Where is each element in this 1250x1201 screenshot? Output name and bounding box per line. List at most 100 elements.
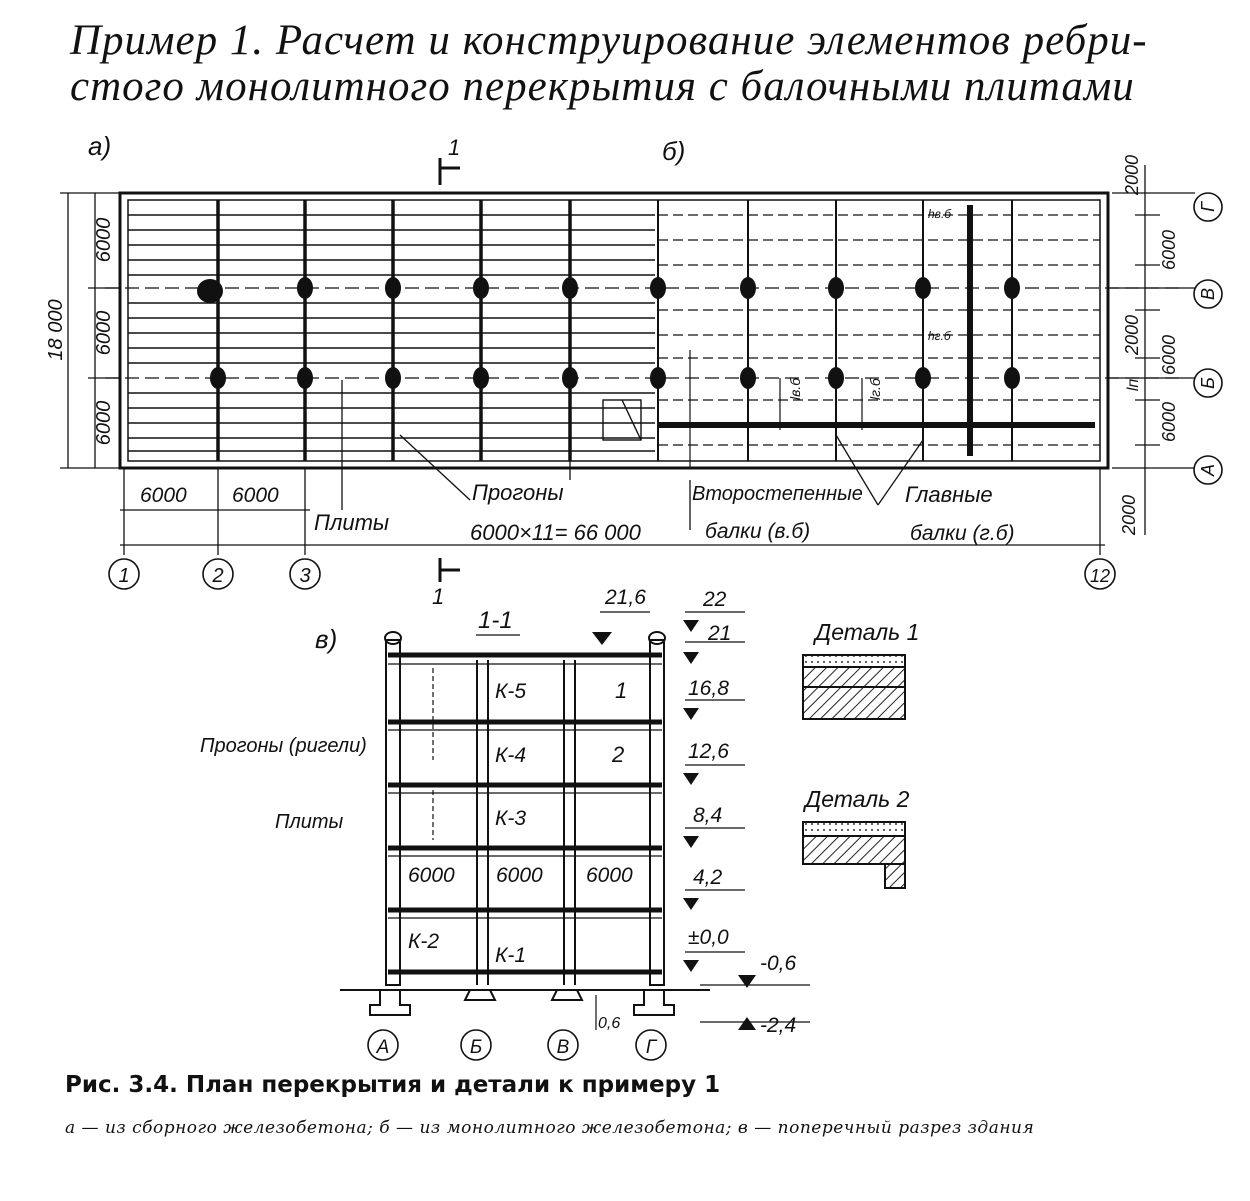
section-mark-bottom: 1 [432,584,444,609]
detail-2-title: Деталь 2 [802,786,910,812]
title-line-2: стого монолитного перекрытия с балочными… [70,63,1135,110]
label-b: б) [662,136,685,166]
section-mark-top: 1 [448,135,460,160]
row-axis-markers [1193,192,1223,485]
axis-row-a: А [1198,464,1218,477]
cross-section: в) 1-1 [200,586,810,1061]
dim-bottom-1: 6000 [140,484,187,507]
label-main-1: Главные [905,482,993,507]
figure-caption-sub: а — из сборного железобетона; б — из мон… [65,1118,1035,1138]
title-line-1: Пример 1. Расчет и конструирование элеме… [70,17,1148,64]
columns-plan [197,277,1020,389]
detail-1-top-layer [802,654,906,668]
label-section-slabs: Плиты [275,811,344,833]
detail-2-mid-layer [802,835,906,865]
axis-row-g: Г [1198,201,1218,212]
column-k5: К-5 [495,680,526,703]
section-axis-markers [367,1029,667,1061]
level-22: 22 [702,588,727,611]
label-slabs: Плиты [314,510,389,535]
dim-right-3: 2000 [1122,315,1142,356]
label-v: в) [315,624,337,654]
axis-row-b: Б [1198,377,1218,389]
column-k3: К-3 [495,807,526,830]
small-mark: 0,6 [598,1015,620,1032]
section-title: 1-1 [478,607,513,634]
section-axis-v: В [557,1037,570,1058]
label-hvb: hв.б [928,207,952,221]
level-12-6: 12,6 [688,740,729,763]
floor-slab-undersides [388,663,662,919]
axis-col-1: 1 [118,565,129,587]
floor-slabs [388,652,662,975]
dim-left-2: 6000 [93,311,115,356]
dim-right-2: 6000 [1159,230,1179,270]
column-k1: К-1 [495,944,526,967]
section-axis-g: Г [646,1037,658,1058]
dim-right-1: 2000 [1122,155,1142,196]
right-dimension-lines [1108,165,1195,535]
elevation-marks [685,611,810,1023]
column-k4: К-4 [495,744,526,767]
detail-1-mid-layer [802,666,906,688]
level-21: 21 [707,622,731,645]
label-secondary-1: Второстепенные [692,483,863,505]
stair-icon [602,399,642,441]
dim-left-total: 18 000 [45,299,67,360]
label-purlins-dim: 6000×11= 66 000 [470,520,642,545]
section-axis-a: А [376,1037,390,1058]
purlins [216,200,572,461]
label-main-2: балки (г.б) [910,522,1015,545]
building-inner-outline [127,199,1101,462]
axis-col-12: 12 [1090,566,1110,586]
dim-left-1: 6000 [93,218,115,263]
label-lvb: lв.б [787,377,803,400]
main-beams [657,200,1013,461]
note-1: 1 [615,678,627,703]
level-8-4: 8,4 [693,804,722,827]
level-minus-2-4: -2,4 [760,1014,796,1037]
dim-right-4: 6000 [1159,335,1179,375]
foundations [369,989,675,1016]
details: Деталь 1 Деталь 2 [802,619,919,889]
column-k2: К-2 [408,930,439,953]
label-secondary-2: балки (в.б) [705,520,810,543]
label-ln: lп [1125,379,1142,392]
detail-2-top-layer [802,821,906,837]
span-arrows [689,350,863,468]
figure-caption: Рис. 3.4. План перекрытия и детали к при… [65,1072,721,1098]
section-cut-bottom [438,558,460,582]
section-axis-b: Б [470,1037,482,1058]
span-2: 6000 [496,864,543,887]
bottom-dimension-lines [120,468,1105,555]
leader-lines [341,380,924,530]
left-dimension-lines [60,192,120,469]
axis-col-3: 3 [299,565,310,587]
label-purlins: Прогоны [472,480,564,505]
level-16-8: 16,8 [688,677,729,700]
span-1: 6000 [408,864,455,887]
span-3: 6000 [586,864,633,887]
level-0-0: ±0,0 [688,926,729,949]
label-section-purlins: Прогоны (ригели) [200,735,367,757]
elevation-arrows [683,620,756,1030]
dim-left-3: 6000 [93,401,115,446]
page-title: Пример 1. Расчет и конструирование элеме… [70,18,1230,110]
section-columns [385,639,665,986]
label-lgb: lг.б [867,377,883,400]
label-a: а) [88,131,111,161]
building-outline [118,191,1110,470]
axis-col-2: 2 [211,565,223,587]
dim-right-5: 6000 [1159,402,1179,442]
secondary-beams [658,214,1100,446]
level-minus-0-6: -0,6 [760,952,797,975]
dim-right-6: 2000 [1119,495,1139,536]
detail-1-bottom-layer [802,686,906,720]
axis-row-v: В [1198,288,1218,300]
label-hgb: hг.б [928,329,952,343]
detail-1-title: Деталь 1 [812,619,919,645]
floor-plan: а) б) [45,131,1223,609]
elev-top: 21,6 [604,586,646,609]
column-axis-markers [108,558,1116,590]
